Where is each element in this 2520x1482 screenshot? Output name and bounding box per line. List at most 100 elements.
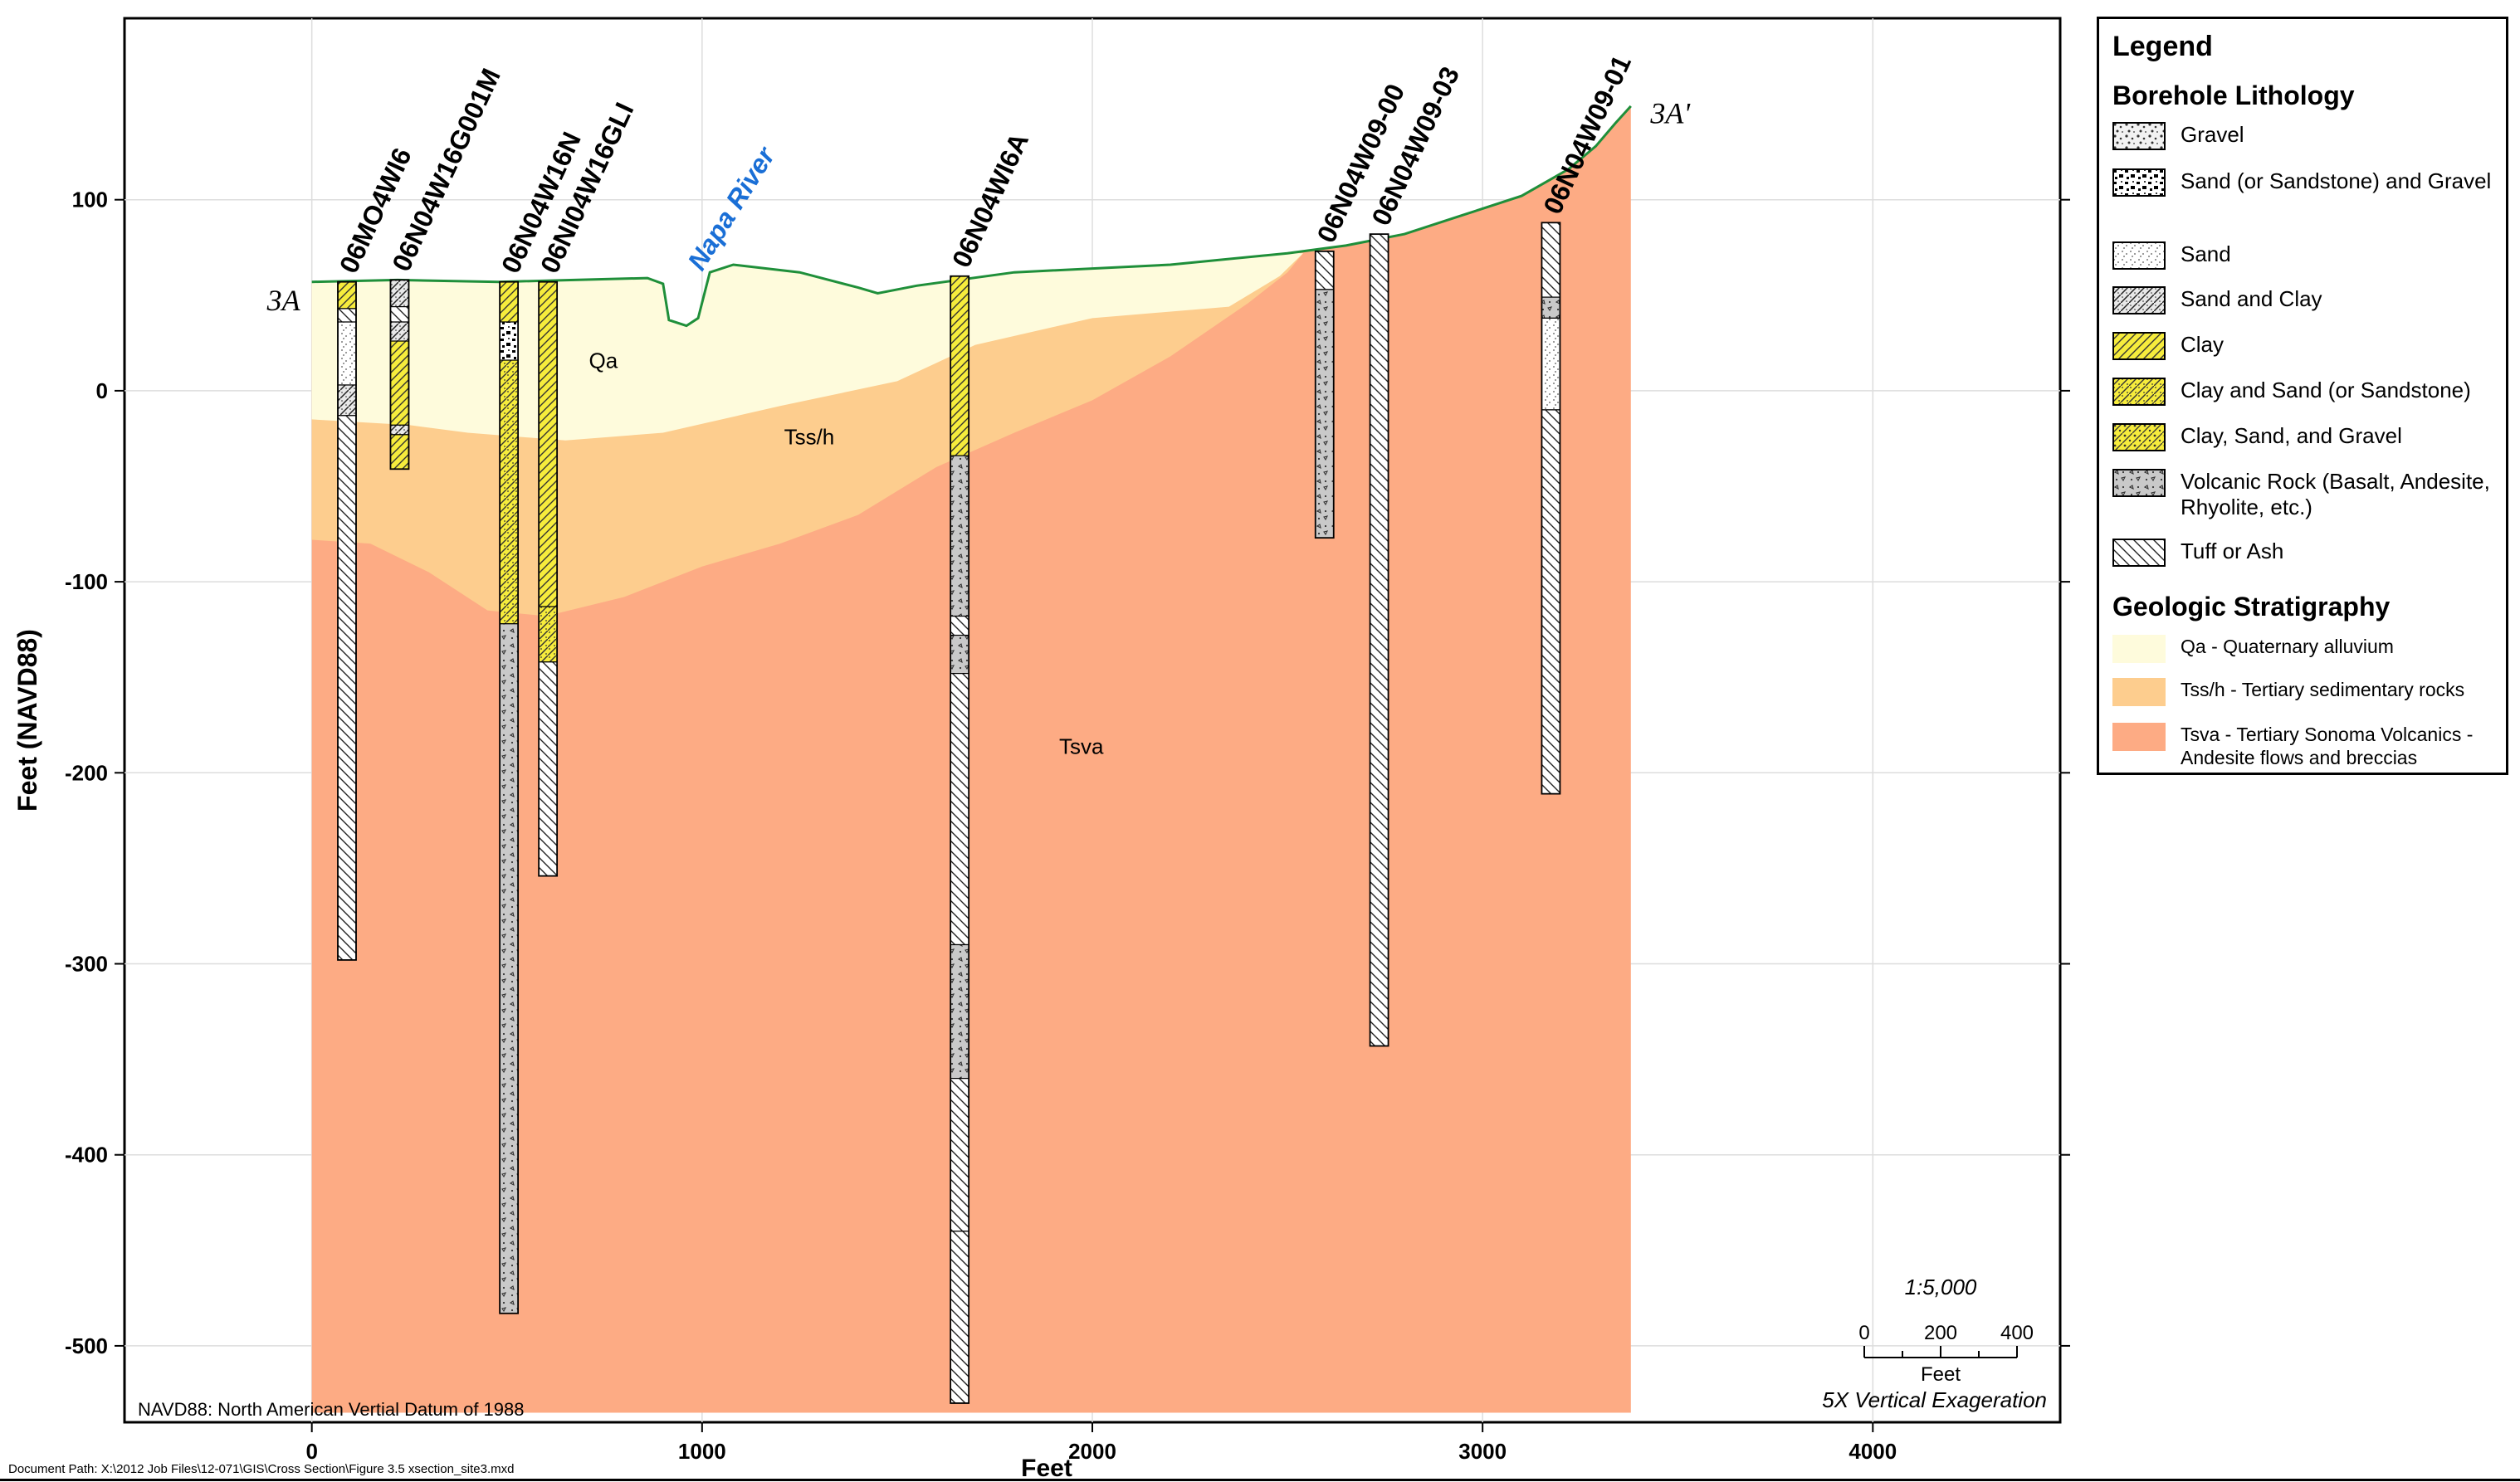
scale-ratio: 1:5,000: [1905, 1275, 1977, 1299]
borehole-06N04W16N: 06N04W16N: [496, 127, 587, 1314]
borehole-interval-volcanic: [499, 623, 519, 1314]
unit-label-qa: Qa: [588, 348, 618, 373]
borehole-interval-tuff: [389, 306, 410, 323]
stratigraphy-swatch: [2112, 678, 2166, 706]
scale-tick-200: 200: [1924, 1322, 1957, 1344]
borehole-interval-sand: [337, 321, 357, 386]
lithology-title: Borehole Lithology: [2112, 80, 2355, 110]
borehole-outline: [1314, 250, 1335, 539]
borehole-interval-volcanic: [1541, 296, 1561, 319]
borehole-interval-clay: [389, 340, 410, 426]
stratigraphy-title: Geologic Stratigraphy: [2112, 592, 2391, 622]
x-tick-label: 3000: [1458, 1439, 1507, 1464]
y-tick-label: -500: [65, 1333, 108, 1358]
y-tick-label: -100: [65, 569, 108, 594]
unit-qa-area: [311, 253, 1303, 441]
borehole-interval-volcanic: [950, 634, 969, 675]
y-tick-label: -300: [65, 952, 108, 977]
lithology-swatch: [2112, 168, 2166, 197]
borehole-interval-tuff: [1541, 409, 1561, 795]
lithology-label: Clay: [2181, 332, 2225, 357]
unit-label-tss: Tss/h: [784, 424, 835, 449]
borehole-interval-tuff: [950, 1078, 969, 1232]
boreholes: 06MO4WI606N04W16G001M06N04W16N06NI04W16G…: [334, 51, 1637, 1404]
y-tick-label: -400: [65, 1143, 108, 1168]
borehole-interval-clay: [389, 434, 410, 470]
borehole-interval-volcanic: [950, 943, 969, 1080]
borehole-interval-clay_sand: [538, 606, 558, 663]
borehole-interval-tuff: [1541, 222, 1561, 298]
borehole-interval-sand_clay: [389, 279, 410, 308]
borehole-outline: [950, 275, 970, 1404]
borehole-interval-clay_sand: [499, 359, 519, 625]
section-end-label: 3A': [1649, 97, 1691, 130]
lithology-label: Gravel: [2181, 122, 2244, 147]
lithology-swatch: [2112, 378, 2166, 406]
borehole-interval-tuff: [950, 672, 969, 946]
y-axis-label: Feet (NAVD88): [12, 629, 42, 812]
stratigraphy-label: Tss/h - Tertiary sedimentary rocks: [2181, 679, 2465, 700]
scale-unit: Feet: [1921, 1363, 1961, 1386]
document-path: Document Path: X:\2012 Job Files\12-071\…: [8, 1462, 515, 1476]
borehole-interval-tuff: [337, 308, 357, 323]
x-tick-label: 4000: [1848, 1439, 1897, 1464]
lithology-swatch: [2112, 286, 2166, 314]
section-start-label: 3A: [266, 284, 301, 317]
stratigraphy-swatch: [2112, 723, 2166, 751]
borehole-interval-volcanic: [1315, 289, 1335, 539]
x-axis-label: Feet: [1021, 1455, 1072, 1482]
lithology-swatch: [2112, 539, 2166, 567]
borehole-interval-tuff: [950, 615, 969, 636]
y-tick-label: 0: [96, 378, 108, 403]
lithology-label: Sand: [2181, 241, 2231, 266]
borehole-interval-clay: [950, 275, 969, 456]
unit-label-tsva: Tsva: [1059, 734, 1104, 758]
borehole-interval-volcanic: [950, 455, 969, 617]
x-tick-label: 1000: [678, 1439, 726, 1464]
borehole-interval-sand_gravel: [499, 321, 519, 361]
y-tick-label: -200: [65, 760, 108, 785]
ground-surface-line: [311, 105, 1632, 328]
datum-note: NAVD88: North American Vertial Datum of …: [138, 1399, 524, 1420]
borehole-outline: [1541, 222, 1561, 795]
borehole-interval-clay: [337, 281, 357, 310]
lithology-swatch: [2112, 332, 2166, 360]
scale-tick-400: 400: [2000, 1322, 2034, 1344]
borehole-interval-sand_clay: [337, 384, 357, 417]
bottom-rule: [0, 1479, 2520, 1481]
borehole-interval-clay: [538, 281, 558, 607]
borehole-interval-tuff: [1315, 251, 1335, 290]
borehole-interval-tuff: [950, 1231, 969, 1404]
lithology-label: Tuff or Ash: [2181, 539, 2284, 563]
borehole-interval-sand: [1541, 317, 1561, 411]
borehole-interval-sand_clay: [389, 321, 410, 342]
stratigraphy-label: Tsva - Tertiary Sonoma Volcanics - Andes…: [2181, 724, 2474, 768]
x-tick-label: 2000: [1068, 1439, 1116, 1464]
legend-title: Legend: [2112, 31, 2213, 62]
lithology-swatch: [2112, 122, 2166, 150]
borehole-interval-tuff: [337, 415, 357, 961]
lithology-label: Clay, Sand, and Gravel: [2181, 423, 2402, 448]
vertical-exaggeration-note: 5X Vertical Exageration: [1822, 1387, 2047, 1412]
borehole-outline: [337, 280, 357, 961]
x-tick-label: 0: [305, 1439, 317, 1464]
lithology-swatch: [2112, 241, 2166, 270]
borehole-interval-clay: [499, 281, 519, 323]
borehole-interval-sand_clay: [389, 424, 410, 436]
lithology-swatch: [2112, 469, 2166, 497]
borehole-interval-tuff: [538, 661, 558, 877]
scale-bar: 0 200 400 Feet: [1858, 1322, 2034, 1386]
lithology-label: Sand (or Sandstone) and Gravel: [2181, 168, 2492, 193]
borehole-outline: [538, 280, 559, 877]
lithology-swatch: [2112, 423, 2166, 451]
stratigraphy-swatch: [2112, 635, 2166, 663]
lithology-label: Volcanic Rock (Basalt, Andesite, Rhyolit…: [2181, 469, 2490, 519]
borehole-outline: [499, 280, 520, 1314]
borehole-outline: [389, 279, 410, 470]
y-tick-label: 100: [72, 188, 108, 212]
borehole-interval-tuff: [1369, 233, 1389, 1047]
scale-tick-0: 0: [1858, 1322, 1869, 1344]
